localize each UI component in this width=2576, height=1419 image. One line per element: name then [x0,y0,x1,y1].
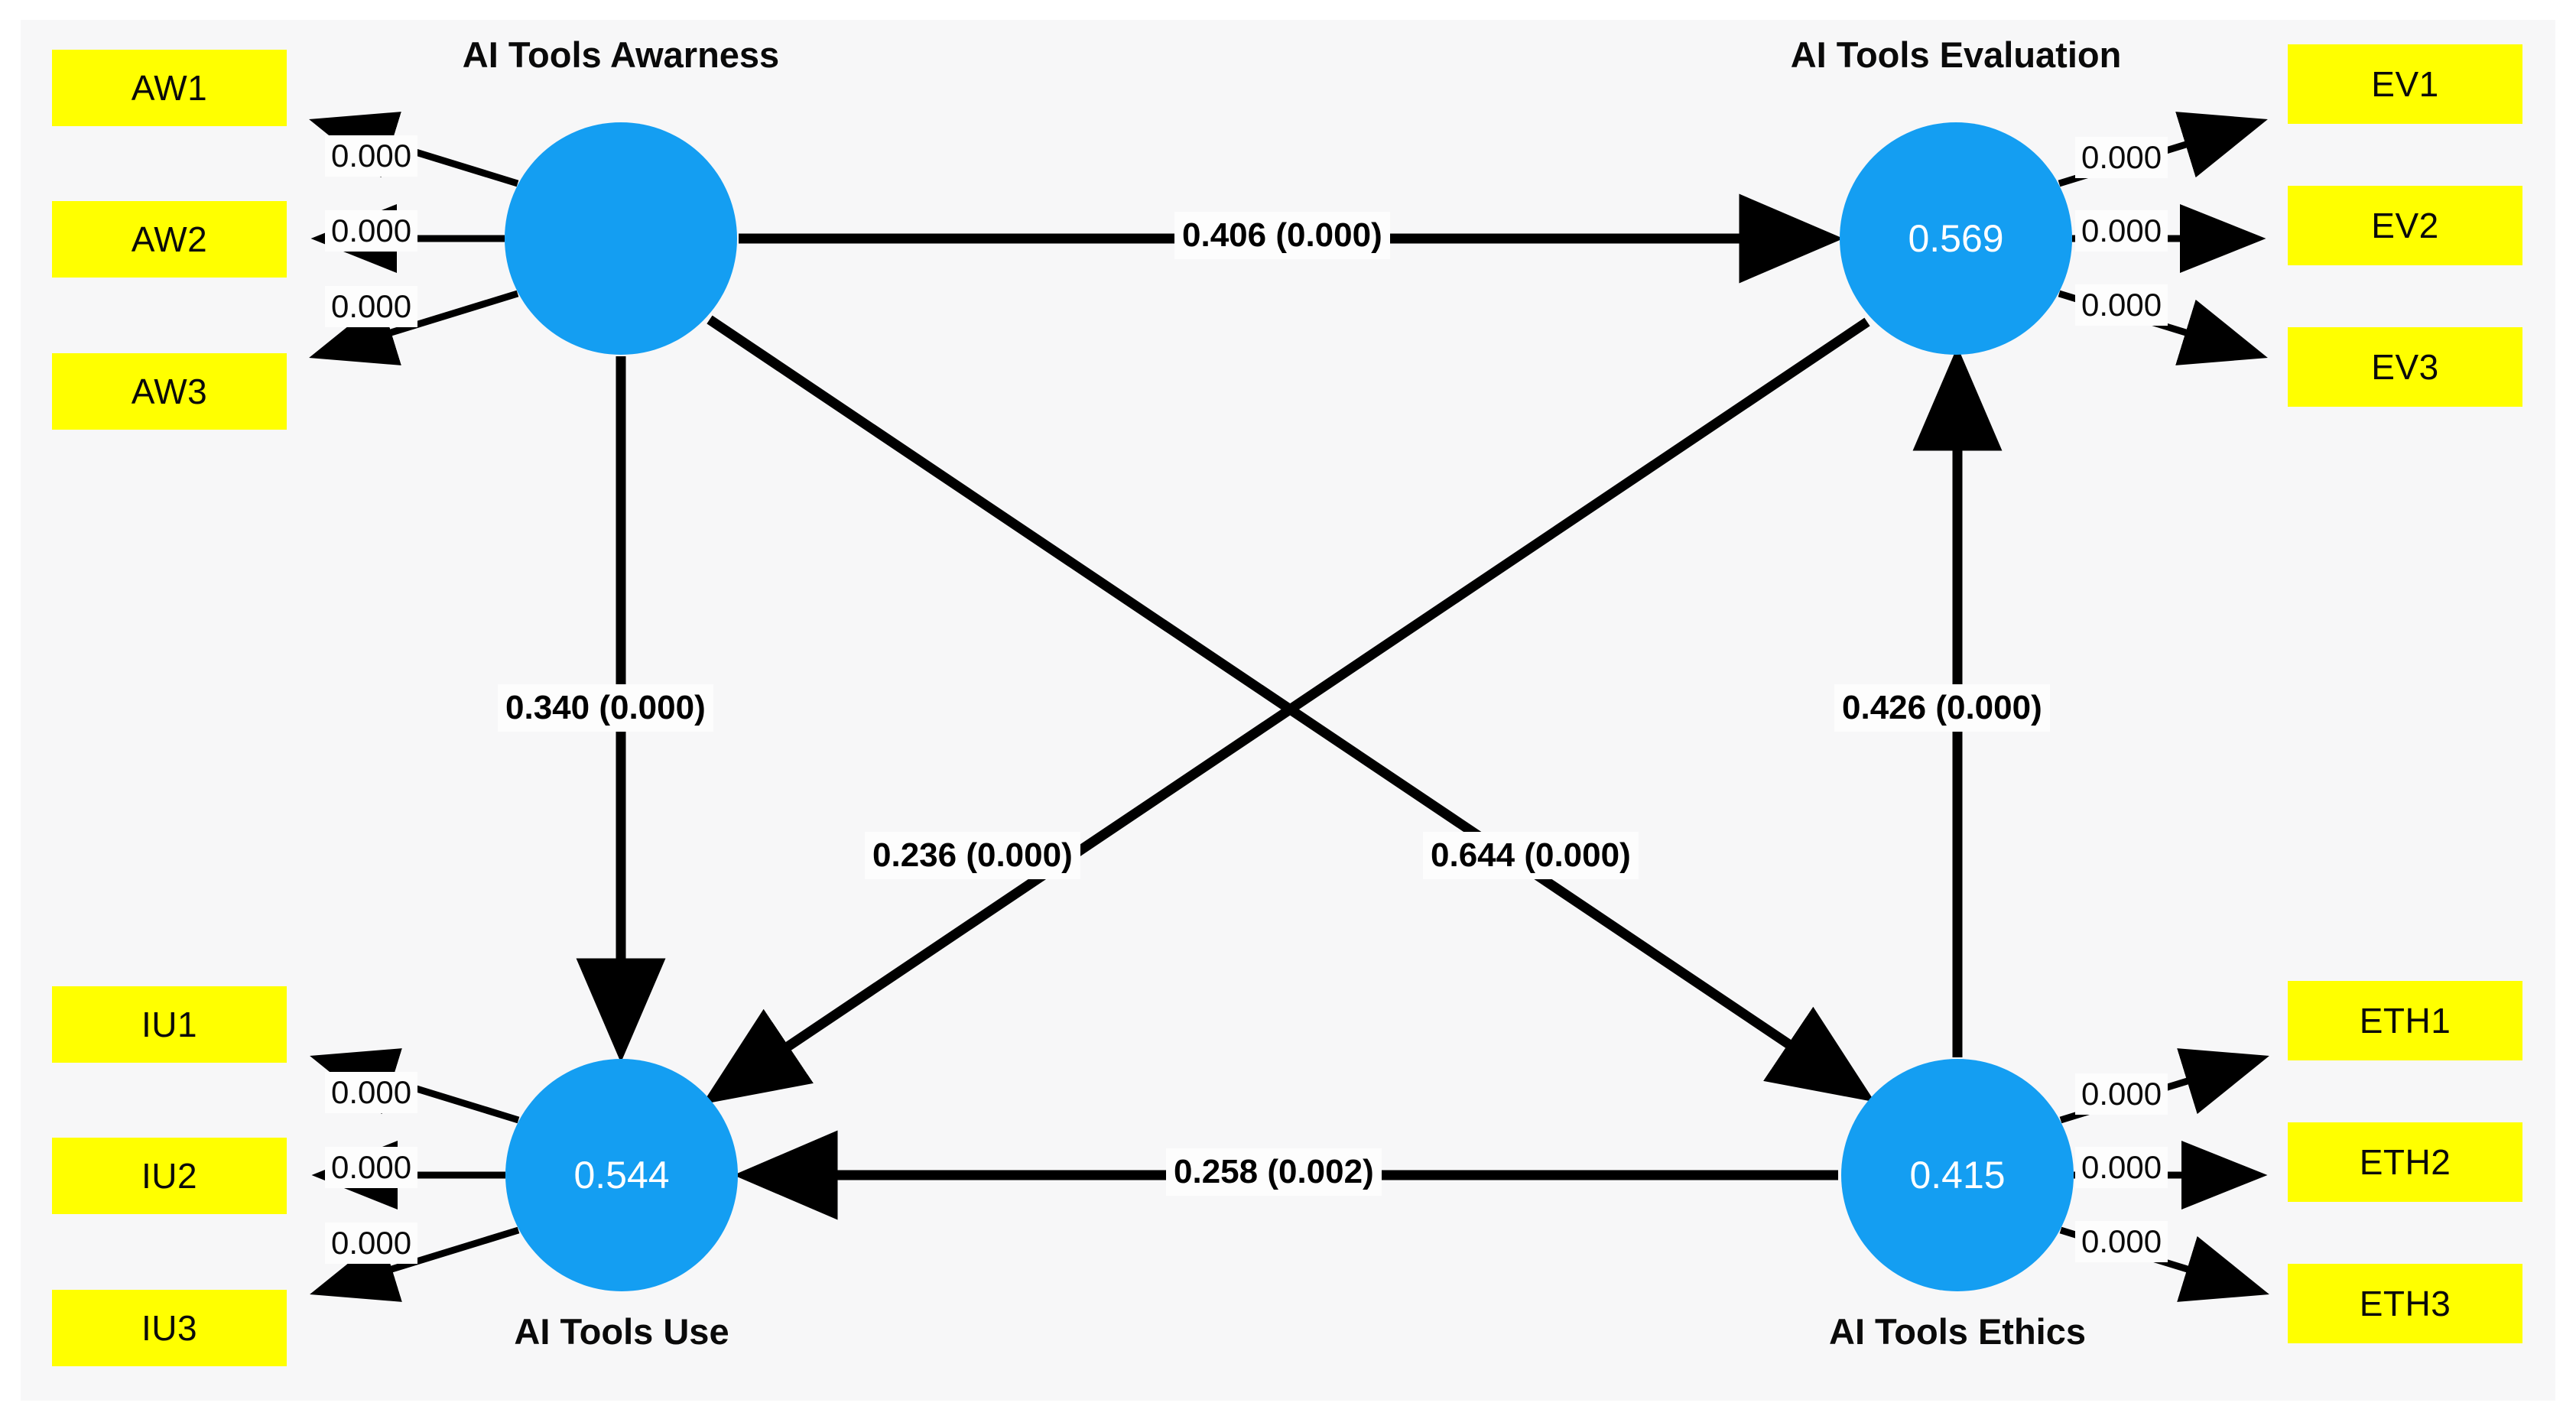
indicator-box-aw1[interactable]: AW1 [52,50,287,126]
loading-label-ev2: 0.000 [2075,210,2168,252]
loading-label-iu1: 0.000 [325,1072,418,1113]
indicator-box-ev2[interactable]: EV2 [2288,186,2522,265]
indicator-box-eth1[interactable]: ETH1 [2288,981,2522,1060]
indicator-label: ETH3 [2359,1284,2451,1323]
loading-label-aw3: 0.000 [325,286,418,327]
loading-label-aw1: 0.000 [325,135,418,177]
path-label-aw-eth: 0.644 (0.000) [1423,832,1639,879]
loading-label-aw2: 0.000 [325,210,418,252]
loading-label-ev3: 0.000 [2075,284,2168,326]
indicator-label: AW3 [131,372,208,411]
latent-circle-iu[interactable]: 0.544 [505,1059,738,1291]
latent-value: 0.569 [1908,217,2004,260]
indicator-label: IU3 [141,1308,198,1348]
indicator-box-aw3[interactable]: AW3 [52,353,287,430]
latent-title-eth: AI Tools Ethics [1829,1311,2086,1352]
indicator-box-ev1[interactable]: EV1 [2288,44,2522,124]
indicator-label: EV1 [2371,64,2439,104]
latent-title-ev: AI Tools Evaluation [1790,34,2122,75]
indicator-label: EV3 [2371,347,2439,387]
path-label-eth-ev: 0.426 (0.000) [1834,684,2050,732]
latent-circle-ev[interactable]: 0.569 [1840,122,2072,355]
path-label-aw-ev: 0.406 (0.000) [1174,212,1390,259]
latent-circle-aw[interactable] [505,122,737,355]
indicator-label: EV2 [2371,206,2439,245]
loading-label-eth2: 0.000 [2075,1147,2168,1188]
latent-title-aw: AI Tools Awarness [462,34,780,75]
latent-value: 0.415 [1909,1154,2006,1197]
indicator-box-ev3[interactable]: EV3 [2288,327,2522,407]
indicator-box-iu2[interactable]: IU2 [52,1138,287,1214]
indicator-box-aw2[interactable]: AW2 [52,201,287,278]
latent-title-iu: AI Tools Use [514,1311,729,1352]
indicator-box-eth2[interactable]: ETH2 [2288,1122,2522,1202]
loading-label-iu3: 0.000 [325,1223,418,1264]
indicator-label: IU2 [141,1156,198,1196]
latent-circle-eth[interactable]: 0.415 [1841,1059,2074,1291]
indicator-box-eth3[interactable]: ETH3 [2288,1264,2522,1343]
path-label-eth-iu: 0.258 (0.002) [1166,1148,1382,1196]
path-label-ev-iu: 0.236 (0.000) [865,832,1080,879]
indicator-label: AW1 [131,68,208,108]
indicator-box-iu1[interactable]: IU1 [52,986,287,1063]
path-label-aw-iu: 0.340 (0.000) [498,684,713,732]
indicator-box-iu3[interactable]: IU3 [52,1290,287,1366]
indicator-label: AW2 [131,219,208,259]
loading-label-ev1: 0.000 [2075,137,2168,178]
indicator-label: ETH1 [2359,1001,2451,1041]
indicator-label: ETH2 [2359,1142,2451,1182]
indicator-label: IU1 [141,1005,198,1044]
loading-label-eth3: 0.000 [2075,1221,2168,1262]
loading-label-iu2: 0.000 [325,1147,418,1188]
latent-value: 0.544 [573,1154,670,1197]
loading-label-eth1: 0.000 [2075,1073,2168,1115]
